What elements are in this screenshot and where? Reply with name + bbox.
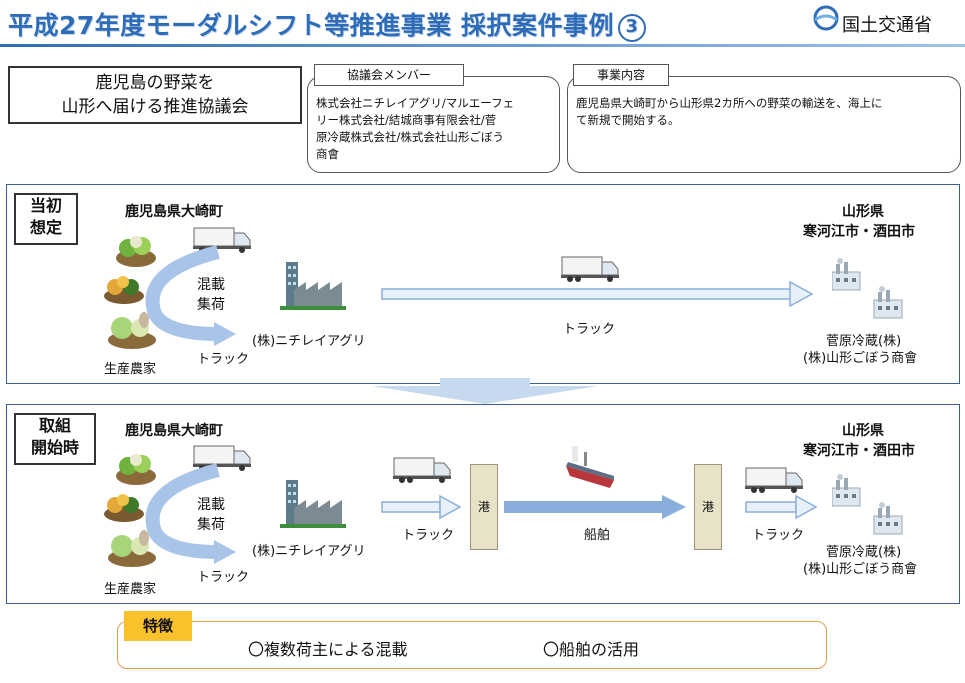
- initial-dest-company2: (株)山形ごぼう商會: [803, 351, 918, 366]
- truck-icon: [192, 227, 252, 254]
- business-label: 事業内容: [573, 64, 669, 86]
- port-destination: 港: [694, 464, 722, 550]
- initial-long-arrow: [381, 280, 814, 308]
- ship-label: 船舶: [584, 528, 611, 543]
- current-arrow-from-port: [745, 494, 818, 520]
- current-arrow-to-port: [381, 494, 462, 520]
- initial-phase-label: 当初 想定: [14, 193, 78, 245]
- current-truck-from-port-icon: [744, 467, 804, 494]
- current-factory-icon: [280, 480, 346, 528]
- truck-icon: [192, 445, 252, 472]
- ship-icon: [566, 446, 614, 488]
- current-dest-plants-icon: [832, 474, 903, 535]
- initial-factory-icon: [280, 262, 346, 310]
- feature-item-ship: 〇船舶の活用: [543, 640, 640, 659]
- current-truck-left: トラック: [197, 570, 250, 585]
- cabbage-icon: [108, 530, 156, 567]
- current-consolidation-2: 集荷: [197, 517, 225, 533]
- members-line1: 株式会社ニチレイアグリ/マルエーフェ: [316, 96, 515, 110]
- initial-farmers: 生産農家: [104, 362, 157, 377]
- members-line3: 原冷蔵株式会社/株式会社山形ごぼう: [316, 130, 504, 144]
- business-line2: て新規で開始する。: [576, 113, 680, 127]
- current-phase-line1: 取組: [38, 416, 71, 435]
- initial-hub: (株)ニチレイアグリ: [252, 334, 366, 349]
- initial-origin: 鹿児島県大崎町: [125, 204, 223, 220]
- initial-consolidation-1: 混載: [197, 277, 225, 293]
- current-phase-line2: 開始時: [30, 438, 79, 457]
- initial-dest-pref: 山形県: [842, 204, 884, 220]
- current-phase-label: 取組 開始時: [14, 413, 96, 465]
- current-truck-to-port-icon: [392, 457, 452, 484]
- initial-dest-company1: 菅原冷蔵(株): [826, 334, 902, 349]
- initial-truck-mid: トラック: [563, 322, 616, 337]
- initial-dest-cities: 寒河江市・酒田市: [803, 224, 915, 240]
- initial-consolidation-2: 集荷: [197, 297, 225, 313]
- mlit-logo-icon: [813, 5, 839, 31]
- port-origin: 港: [470, 464, 498, 550]
- initial-dest-plants-icon: [832, 258, 903, 319]
- current-dest-cities: 寒河江市・酒田市: [803, 443, 915, 459]
- project-title-line1: 鹿児島の野菜を: [95, 73, 215, 93]
- current-dest-company2: (株)山形ごぼう商會: [803, 562, 918, 577]
- initial-phase-line1: 当初: [29, 196, 62, 215]
- project-title-box: 鹿児島の野菜を 山形へ届ける推進協議会: [8, 66, 302, 124]
- initial-collection-graphic: [104, 227, 252, 349]
- current-consolidation-1: 混載: [197, 497, 225, 513]
- vegetables-icon: [116, 454, 156, 485]
- project-title-line2: 山形へ届ける推進協議会: [61, 97, 249, 117]
- initial-phase-line2: 想定: [29, 218, 62, 237]
- members-line4: 商會: [316, 147, 339, 161]
- current-hub: (株)ニチレイアグリ: [252, 544, 366, 559]
- header-divider: [0, 44, 965, 47]
- cabbage-icon: [108, 312, 156, 349]
- members-line2: リー株式会社/結城商事有限会社/菅: [316, 113, 497, 127]
- case-number: 3: [618, 14, 646, 42]
- ministry-name: 国土交通省: [842, 15, 932, 36]
- business-line1: 鹿児島県大崎町から山形県2カ所への野菜の輸送を、海上に: [576, 96, 883, 110]
- transition-arrow-icon: [372, 378, 598, 404]
- current-farmers: 生産農家: [104, 582, 157, 597]
- page-title-text: 平成27年度モーダルシフト等推進事業 採択案件事例: [8, 11, 614, 40]
- vegetables-icon: [116, 236, 156, 267]
- feature-item-consolidation: 〇複数荷主による混載: [248, 640, 408, 659]
- current-dest-company1: 菅原冷蔵(株): [826, 545, 902, 560]
- current-dest-pref: 山形県: [842, 423, 884, 439]
- pumpkin-icon: [104, 276, 144, 304]
- business-box: 鹿児島県大崎町から山形県2カ所への野菜の輸送を、海上に て新規で開始する。: [567, 76, 961, 173]
- initial-mid-truck-icon: [560, 256, 620, 283]
- pumpkin-icon: [104, 494, 144, 522]
- initial-truck-left: トラック: [197, 352, 250, 367]
- members-box: 株式会社ニチレイアグリ/マルエーフェ リー株式会社/結城商事有限会社/菅 原冷蔵…: [307, 76, 560, 173]
- current-truck-from-port: トラック: [752, 528, 805, 543]
- features-label: 特徴: [124, 611, 192, 641]
- current-origin: 鹿児島県大崎町: [125, 423, 223, 439]
- current-truck-to-port: トラック: [402, 528, 455, 543]
- features-box: [117, 621, 827, 669]
- ship-arrow: [504, 495, 686, 519]
- current-collection-graphic: [104, 445, 252, 567]
- members-label: 協議会メンバー: [314, 64, 464, 86]
